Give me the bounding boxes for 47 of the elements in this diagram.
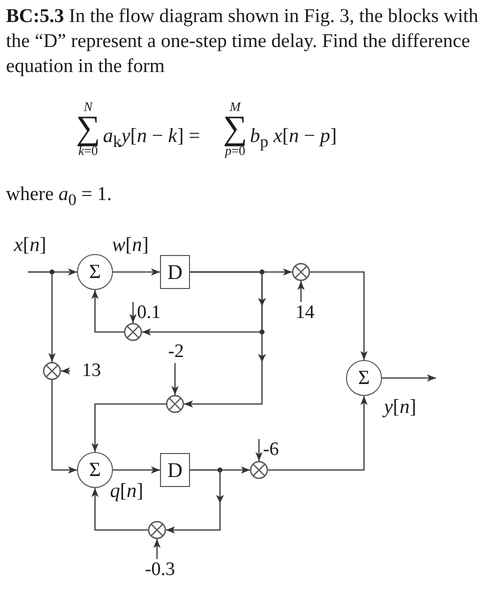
multiplier-node (124, 323, 142, 341)
delay-block: D (160, 255, 190, 289)
gain-value: 14 (290, 302, 320, 324)
gain-value: 13 (70, 360, 114, 382)
condition-text: where a$_{0}$ = 1. (6, 184, 112, 210)
arrow (91, 488, 148, 531)
equation-term: b$_{p}$ x[n − p] (250, 125, 337, 152)
summing-junction: Σ (346, 360, 382, 396)
arrow (268, 396, 368, 471)
arrow (166, 469, 221, 534)
summing-junction: Σ (77, 254, 113, 290)
sum-symbol: ∑ (223, 114, 248, 144)
arrow (171, 363, 179, 395)
arrow (382, 374, 436, 382)
sum-limit: M (230, 100, 241, 114)
equation-term: a$_{k}$y[n − k] = (103, 125, 200, 152)
arrow (113, 466, 160, 474)
arrow (297, 281, 305, 302)
arrow (255, 439, 263, 461)
multiplier-node (166, 395, 184, 413)
arrow (113, 268, 160, 276)
arrow (91, 290, 124, 333)
multiplier-node (43, 362, 61, 380)
multiplier-node (148, 521, 166, 539)
summing-junction: Σ (77, 452, 113, 488)
signal-label: w[n] (112, 234, 149, 257)
arrow (28, 271, 56, 362)
multiplier-node (292, 263, 310, 281)
arrow (153, 539, 161, 559)
signal-label: q[n] (110, 480, 144, 503)
gain-value: -6 (259, 439, 291, 461)
arrow (61, 367, 70, 375)
sum-symbol: ∑ (76, 114, 100, 144)
gain-value: -0.3 (140, 559, 180, 581)
signal-label: x[n] (14, 234, 46, 257)
gain-value: 0.1 (133, 302, 171, 324)
arrow (91, 403, 166, 452)
arrow (310, 271, 368, 360)
arrow (51, 380, 77, 474)
signal-label: y[n] (384, 396, 416, 419)
problem-text: BC:5.3 In the flow diagram shown in Fig. 3, the blocks with the “D” represent a one-step time delay. Find the difference equation in the form (6, 5, 480, 79)
gain-value: -2 (163, 341, 189, 363)
arrow (184, 271, 263, 408)
arrow (129, 302, 137, 323)
multiplier-node (250, 461, 268, 479)
delay-block: D (160, 453, 190, 487)
sum-limit: N (84, 100, 92, 114)
